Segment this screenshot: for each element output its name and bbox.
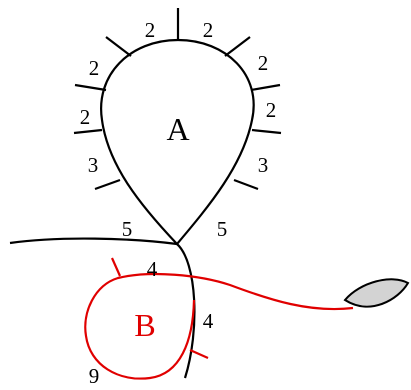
count-label: 2 <box>80 105 91 129</box>
count-label: 5 <box>122 217 133 241</box>
count-label: 3 <box>88 153 99 177</box>
ring-a-label: A <box>166 111 189 147</box>
count-label: 2 <box>258 51 269 75</box>
count-label: 2 <box>203 18 214 42</box>
spoke <box>94 178 121 191</box>
ring-a-spokes <box>73 8 282 191</box>
count-label: 4 <box>203 309 214 333</box>
spoke <box>73 128 103 135</box>
ring-b-spokes <box>110 257 209 360</box>
spoke <box>224 36 251 57</box>
count-label: 3 <box>258 153 269 177</box>
count-label: 5 <box>217 217 228 241</box>
count-label: 2 <box>266 98 277 122</box>
count-label: 4 <box>147 257 158 281</box>
count-label: 9 <box>89 364 100 385</box>
ring-a-outline <box>100 38 255 246</box>
leaf-shape <box>343 278 410 308</box>
spoke <box>233 178 259 191</box>
black-wire <box>9 237 196 379</box>
ring-b-label: B <box>134 307 155 343</box>
spoke <box>105 36 132 57</box>
spoke <box>250 83 281 92</box>
ring-b-outline <box>84 272 354 380</box>
count-label: 2 <box>145 18 156 42</box>
spoke <box>251 128 282 135</box>
spoke <box>189 348 209 360</box>
spoke <box>110 257 122 277</box>
spoke <box>74 83 107 92</box>
count-label: 2 <box>89 56 100 80</box>
